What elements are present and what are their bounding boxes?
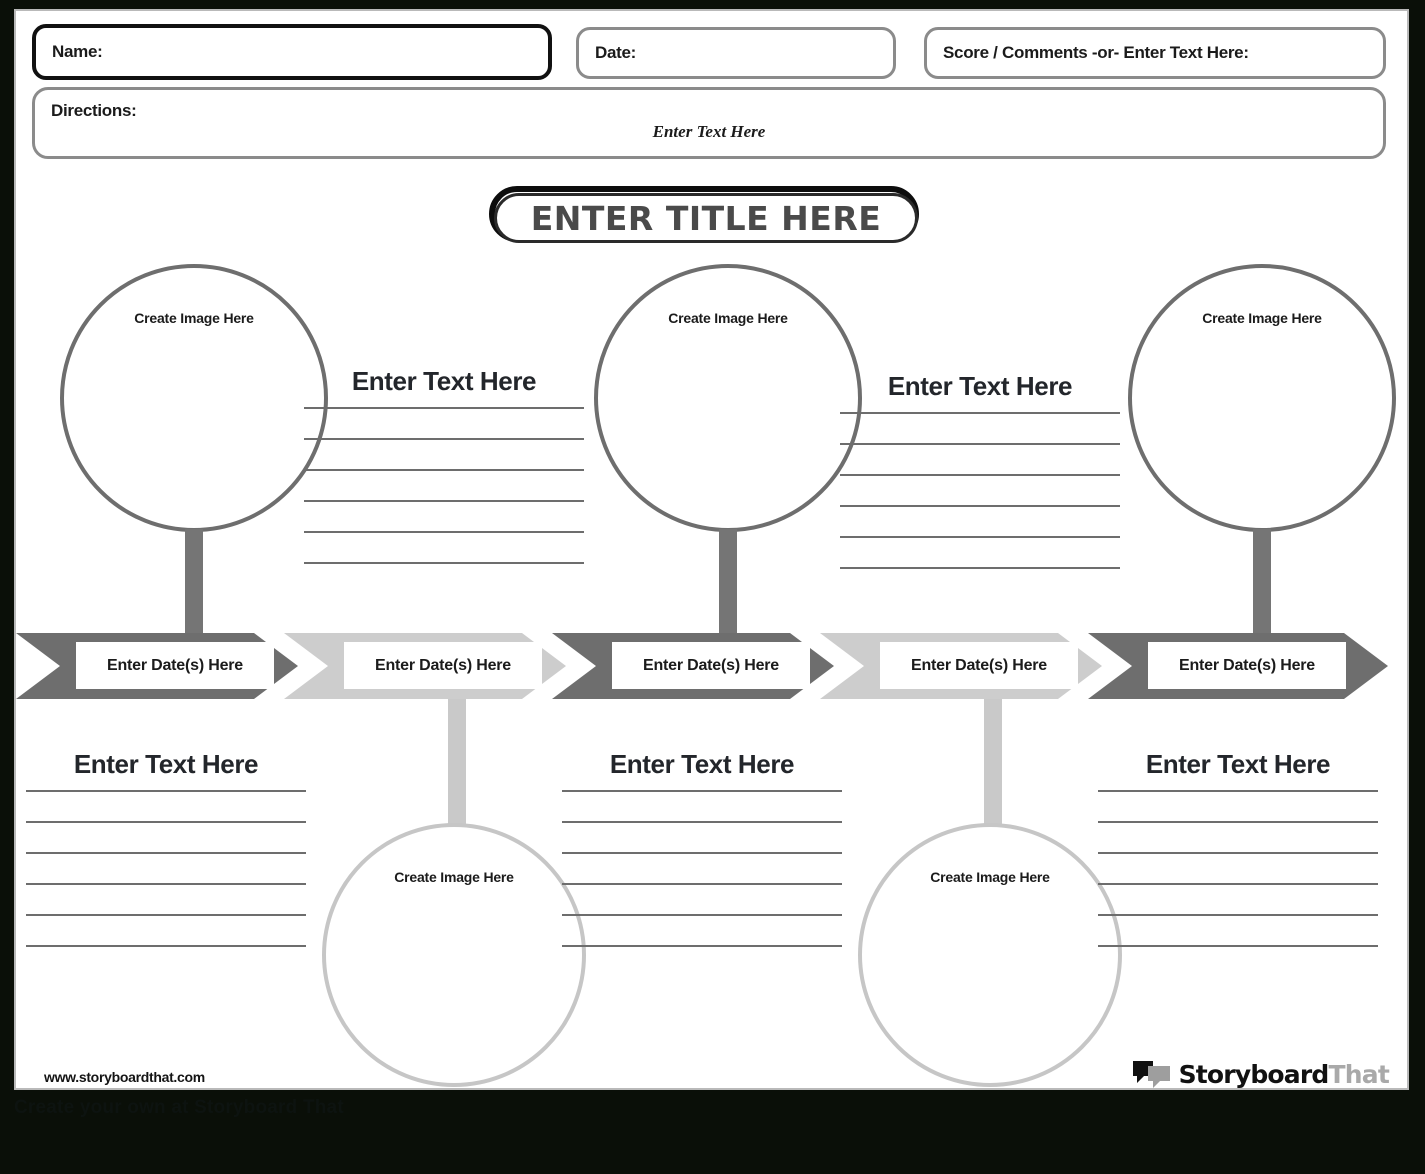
date-input-4[interactable]: Enter Date(s) Here [880, 642, 1078, 689]
text-block-bottom-1[interactable]: Enter Text Here [26, 749, 306, 976]
image-circle-top-3[interactable]: Create Image Here [1128, 264, 1396, 532]
date-input-label: Enter Date(s) Here [910, 656, 1047, 674]
title-field[interactable]: ENTER TITLE HERE [494, 193, 918, 243]
text-block-heading: Enter Text Here [887, 371, 1073, 401]
directions-field[interactable]: Directions: Enter Text Here [32, 87, 1386, 159]
date-input-5[interactable]: Enter Date(s) Here [1148, 642, 1346, 689]
writing-line [1098, 914, 1378, 916]
page-caption: Create your own at Storyboard That [14, 1097, 344, 1118]
date-label: Date: [595, 43, 637, 62]
text-block-heading: Enter Text Here [73, 749, 259, 779]
image-circle-label: Create Image Here [394, 869, 514, 885]
date-input-1[interactable]: Enter Date(s) Here [76, 642, 274, 689]
timeline-arrow-row: Enter Date(s) Here Enter Date(s) Here En… [16, 633, 1407, 725]
writing-line [840, 474, 1120, 476]
score-comments-field[interactable]: Score / Comments -or- Enter Text Here: [924, 27, 1386, 79]
date-input-3[interactable]: Enter Date(s) Here [612, 642, 810, 689]
writing-line [304, 438, 584, 440]
writing-line [1098, 821, 1378, 823]
writing-line [26, 883, 306, 885]
writing-line [1098, 883, 1378, 885]
writing-line [562, 821, 842, 823]
title-text: ENTER TITLE HERE [530, 198, 882, 238]
writing-line [304, 469, 584, 471]
site-url[interactable]: www.storyboardthat.com [44, 1069, 205, 1085]
writing-line [562, 945, 842, 947]
writing-line [840, 412, 1120, 414]
text-block-heading: Enter Text Here [1145, 749, 1331, 779]
logo-wordmark: StoryboardThat [1178, 1059, 1390, 1089]
image-circle-label: Create Image Here [134, 310, 254, 326]
writing-line [562, 914, 842, 916]
directions-value[interactable]: Enter Text Here [652, 122, 766, 141]
logo-secondary: That [1328, 1059, 1390, 1089]
writing-line [304, 500, 584, 502]
image-circle-top-2[interactable]: Create Image Here [594, 264, 862, 532]
worksheet-page: Name: Date: Score / Comments -or- Enter … [14, 9, 1409, 1090]
date-input-2[interactable]: Enter Date(s) Here [344, 642, 542, 689]
writing-line [304, 407, 584, 409]
image-circle-bottom-1[interactable]: Create Image Here [322, 823, 586, 1087]
connector-stem-top-2 [719, 529, 737, 635]
image-circle-label: Create Image Here [1202, 310, 1322, 326]
connector-stem-top-1 [185, 529, 203, 635]
writing-line [1098, 945, 1378, 947]
writing-line [304, 531, 584, 533]
date-input-label: Enter Date(s) Here [106, 656, 243, 674]
image-circle-label: Create Image Here [930, 869, 1050, 885]
logo-primary: Storyboard [1178, 1059, 1330, 1089]
text-block-bottom-3[interactable]: Enter Text Here [1098, 749, 1378, 976]
text-block-heading: Enter Text Here [351, 366, 537, 396]
date-input-label: Enter Date(s) Here [1178, 656, 1315, 674]
writing-lines[interactable] [1098, 790, 1378, 947]
writing-line [26, 790, 306, 792]
text-block-top-2[interactable]: Enter Text Here [840, 371, 1120, 598]
date-field[interactable]: Date: [576, 27, 896, 79]
image-circle-top-1[interactable]: Create Image Here [60, 264, 328, 532]
storyboardthat-logo[interactable]: StoryboardThat [1132, 1054, 1390, 1089]
connector-stem-top-3 [1253, 529, 1271, 635]
writing-lines[interactable] [562, 790, 842, 947]
connector-stem-bottom-2 [984, 699, 1002, 829]
image-circle-label: Create Image Here [668, 310, 788, 326]
writing-line [840, 536, 1120, 538]
writing-line [840, 443, 1120, 445]
writing-line [26, 821, 306, 823]
writing-line [26, 945, 306, 947]
image-circle-bottom-2[interactable]: Create Image Here [858, 823, 1122, 1087]
writing-line [562, 852, 842, 854]
score-comments-label: Score / Comments -or- Enter Text Here: [943, 43, 1249, 62]
directions-label: Directions: [51, 101, 137, 120]
writing-line [26, 852, 306, 854]
writing-line [840, 567, 1120, 569]
text-block-top-1[interactable]: Enter Text Here [304, 366, 584, 593]
writing-line [1098, 790, 1378, 792]
name-field[interactable]: Name: [32, 24, 552, 80]
speech-bubbles-icon [1132, 1061, 1170, 1088]
writing-lines[interactable] [304, 407, 584, 564]
writing-line [26, 914, 306, 916]
writing-line [304, 562, 584, 564]
name-label: Name: [52, 42, 103, 61]
writing-lines[interactable] [840, 412, 1120, 569]
date-input-label: Enter Date(s) Here [374, 656, 511, 674]
date-input-label: Enter Date(s) Here [642, 656, 779, 674]
text-block-heading: Enter Text Here [609, 749, 795, 779]
writing-line [562, 790, 842, 792]
text-block-bottom-2[interactable]: Enter Text Here [562, 749, 842, 976]
writing-line [1098, 852, 1378, 854]
writing-lines[interactable] [26, 790, 306, 947]
writing-line [562, 883, 842, 885]
writing-line [840, 505, 1120, 507]
connector-stem-bottom-1 [448, 699, 466, 829]
